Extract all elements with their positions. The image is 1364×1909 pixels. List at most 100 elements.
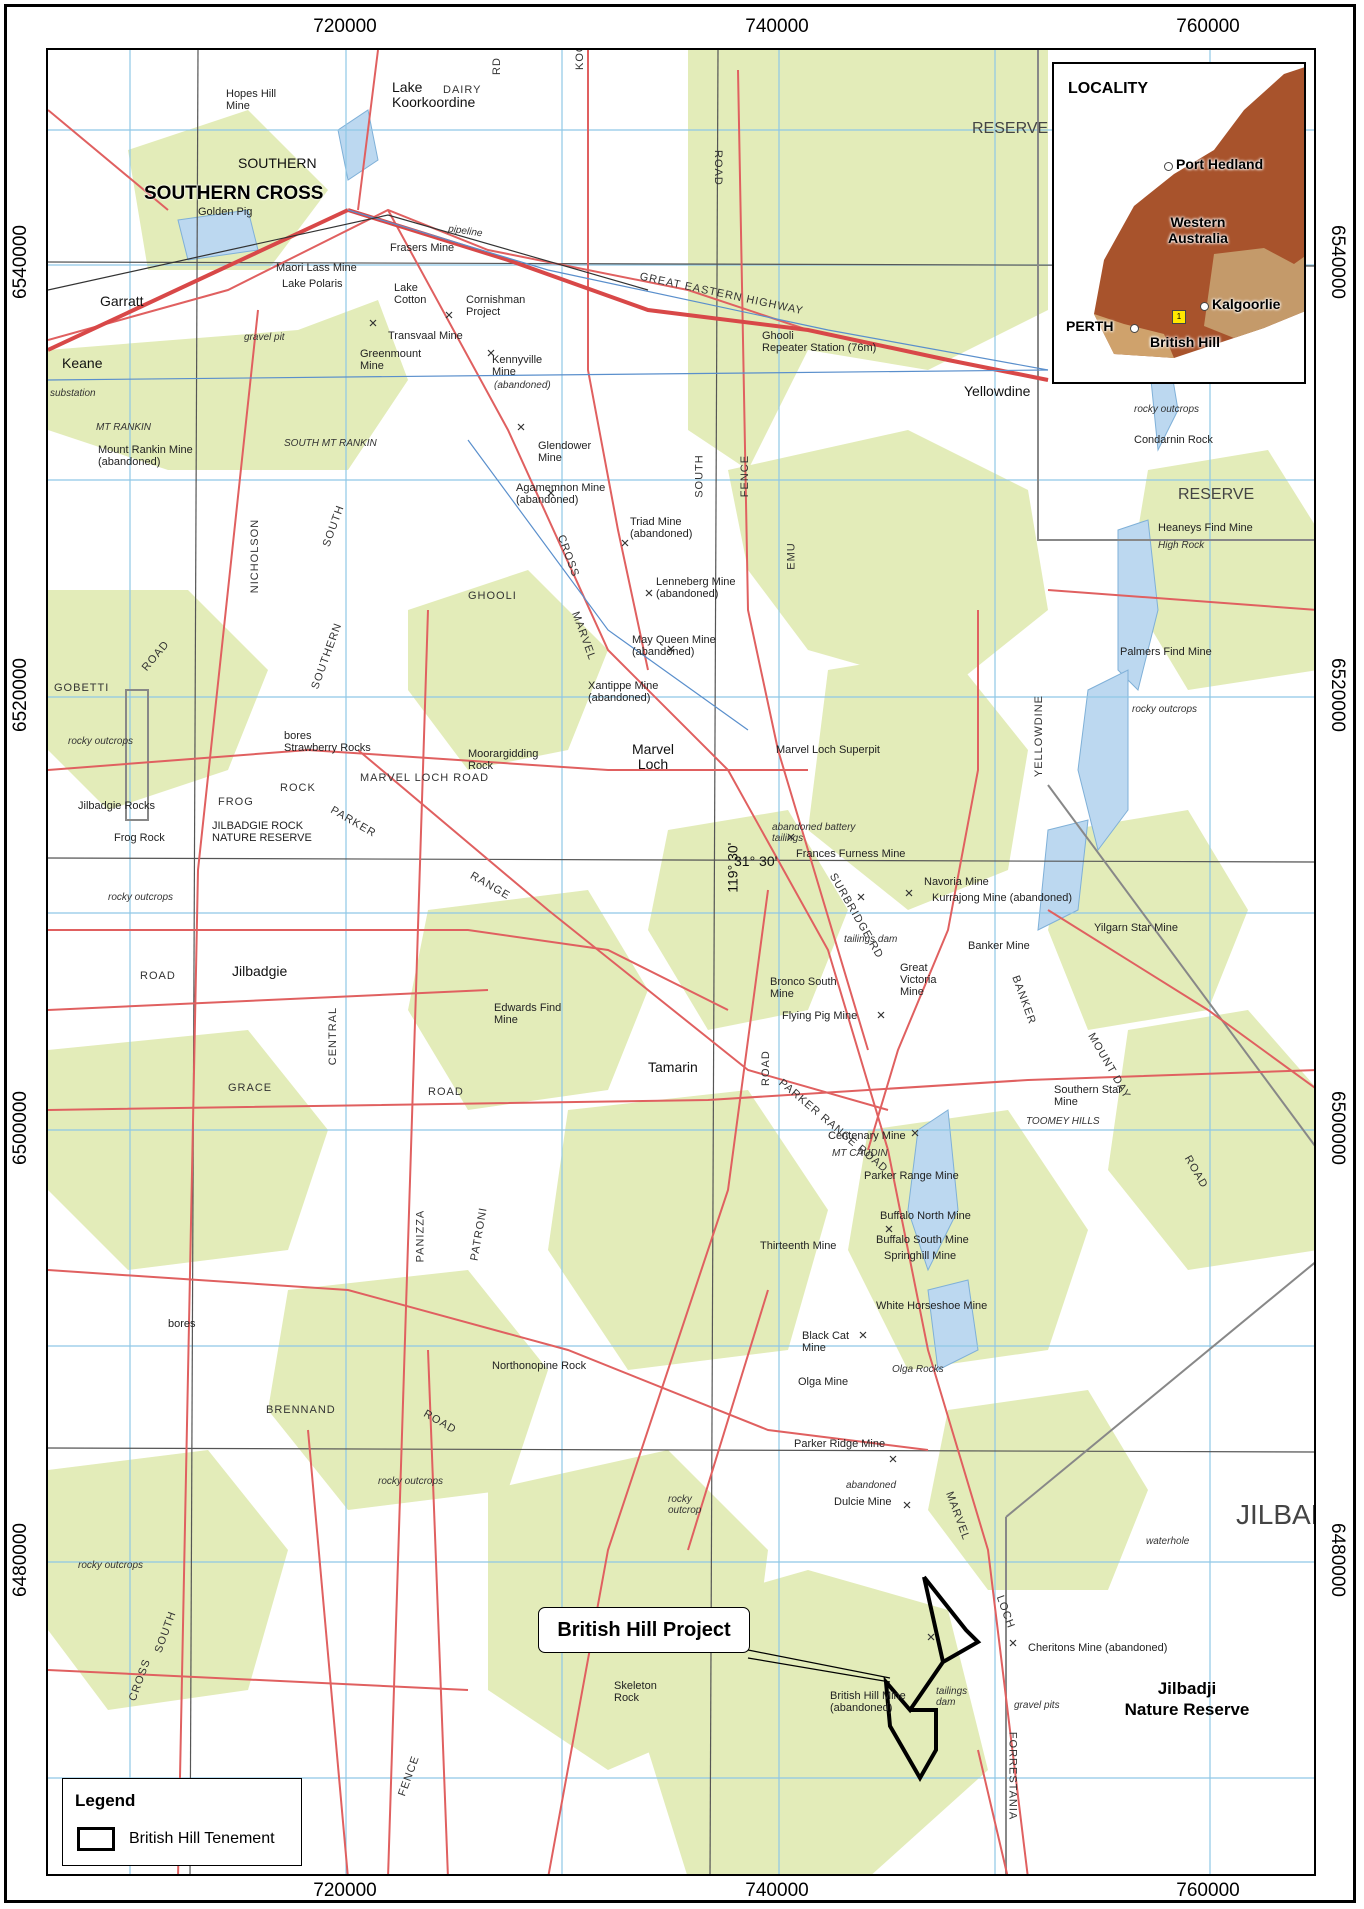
label-parker-range-mine: Parker Range Mine [864,1170,959,1182]
label-road-grace: ROAD [428,1086,464,1098]
label-british-hill-mine: British Hill Mine (abandoned) [830,1690,906,1715]
label-hopes-hill-mine: Hopes Hill Mine [226,88,277,113]
port-hedland-label: Port Hedland [1176,156,1264,172]
label-emu: EMU [785,542,798,570]
label-skeleton-rock: Skeleton Rock [614,1680,657,1705]
label-southern-star-mine: Southern Star Mine [1054,1084,1122,1109]
label-banker-mine: Banker Mine [968,940,1030,952]
label-mt-caudin: MT CAUDIN [832,1148,888,1159]
label-ghooli-road: GHOOLI [468,590,517,602]
label-high-rock: High Rock [1158,540,1205,551]
label-grace: GRACE [228,1082,273,1094]
callout-leader [747,1657,891,1683]
label-panizza-road: PANIZZA [414,1209,427,1263]
label-reserve-mid: RESERVE [1178,486,1255,503]
reserve-boundaries [125,50,1314,1874]
easting-tick-top: 720000 [313,16,377,37]
label-edwards-find-mine: Edwards Find Mine [494,1002,562,1027]
label-marvel-loch: Marvel Loch [632,741,675,773]
label-yellowdine-road: YELLOWDINE [1033,694,1046,778]
label-south-road: SOUTH [693,454,706,498]
australia-map [1094,67,1304,358]
label-marvel-loch-road: MARVEL LOCH ROAD [360,772,490,784]
easting-tick-top: 760000 [1176,16,1240,37]
label-gravel-pits: gravel pits [1014,1700,1060,1711]
western-australia-label: Western Australia [1168,214,1228,246]
label-rocky-outcrops-sw2: rocky outcrops [378,1476,444,1487]
callout-leader [747,1649,891,1679]
label-gobetti: GOBETTI [54,682,110,694]
northing-tick-right: 6500000 [1326,1091,1348,1165]
northing-tick-left: 6520000 [9,658,31,732]
topographic-map[interactable]: SOUTHERN CROSS SOUTHERN Golden Pig Hopes… [46,48,1316,1876]
jilbadji-nature-reserve-label: Jilbadji Nature Reserve [1124,1679,1250,1720]
label-black-cat-mine: Black Cat Mine [802,1330,850,1355]
label-rock: ROCK [280,782,316,794]
label-rocky-outcrops-w: rocky outcrops [68,736,134,747]
label-triad-mine: Triad Mine (abandoned) [630,516,693,541]
label-buffalo-north-mine: Buffalo North Mine [880,1210,971,1222]
northing-tick-right: 6540000 [1326,225,1348,299]
label-agamemnon-mine: Agamemnon Mine (abandoned) [516,482,606,507]
label-tamarin: Tamarin [648,1059,698,1075]
label-great-victoria-mine: Great Victoria Mine [900,962,937,999]
label-dairy-road: DAIRY [443,84,482,96]
label-tailings-dam: tailings dam [844,934,898,945]
label-rocky-outcrops-w2: rocky outcrops [78,1560,144,1571]
british-hill-locality-marker: 1 [1172,310,1186,324]
label-abandoned: (abandoned) [494,380,551,391]
easting-tick-bottom: 760000 [1176,1880,1240,1901]
label-kennyville-mine: Kennyville Mine [492,354,543,379]
label-yilgarn-star-mine: Yilgarn Star Mine [1094,922,1178,934]
label-flying-pig-mine: Flying Pig Mine [782,1010,858,1022]
label-road-mid: ROAD [759,1050,772,1086]
roads [48,50,1314,1874]
port-hedland-marker [1164,162,1173,171]
label-nicholson-road: NICHOLSON [249,518,262,594]
label-lake-cotton: Lake Cotton [394,282,427,307]
label-rd: RD [490,57,503,75]
label-bores-w: bores [168,1318,196,1330]
label-parker-ridge-mine: Parker Ridge Mine [794,1438,886,1450]
label-springhill-mine: Springhill Mine [884,1250,957,1262]
great-eastern-highway [48,208,1049,382]
easting-tick-top: 740000 [745,16,809,37]
perth-marker [1130,324,1139,333]
water-bodies [177,109,1179,1371]
label-road-top: ROAD [712,150,724,186]
label-substation: substation [50,388,96,399]
label-transvaal-mine: Transvaal Mine [388,330,463,342]
label-brennand: BRENNAND [266,1404,336,1416]
label-navoria-mine: Navoria Mine [924,876,989,888]
label-thirteenth-mine: Thirteenth Mine [760,1240,837,1252]
label-south-mt-rankin: SOUTH MT RANKIN [284,438,377,449]
label-rocky-outcrops-e: rocky outcrops [1132,704,1198,715]
easting-tick-bottom: 740000 [745,1880,809,1901]
label-condarnin-rock: Condarnin Rock [1134,434,1213,446]
label-dulcie-mine: Dulcie Mine [834,1496,892,1508]
label-mt-rankin: MT RANKIN [96,422,151,433]
label-koolyanobbing: KOOLYANOBBING [574,50,586,70]
label-garratt: Garratt [100,293,144,309]
label-cornishman-project: Cornishman Project [466,294,526,319]
label-xantippe-mine: Xantippe Mine (abandoned) [588,680,659,705]
label-southern-small: SOUTHERN [238,155,317,171]
label-coord-31: 31° 30' [734,853,778,869]
northing-tick-right: 6480000 [1326,1523,1348,1597]
label-frog: FROG [218,796,254,808]
label-waterhole: waterhole [1146,1536,1190,1547]
kalgoorlie-label: Kalgoorlie [1212,296,1281,312]
label-toomey-hills: TOOMEY HILLS [1026,1116,1100,1127]
label-fence: FENCE [739,454,752,498]
label-lake-polaris: Lake Polaris [282,278,343,290]
locality-inset: LOCALITY Port Hedland Western Australia … [1052,62,1306,384]
label-cheritons-mine: Cheritons Mine (abandoned) [1028,1642,1168,1654]
label-lake-koorkoordine: Lake Koorkoordine [392,79,476,111]
northing-tick-left: 6500000 [9,1091,31,1165]
label-maori-lass-mine: Maori Lass Mine [276,262,357,274]
label-lenneberg-mine: Lenneberg Mine (abandoned) [656,576,736,601]
label-frasers-mine: Frasers Mine [390,242,455,254]
easting-tick-bottom: 720000 [313,1880,377,1901]
label-rocky-outcrops-ne: rocky outcrops [1134,404,1200,415]
label-heaneys-find-mine: Heaneys Find Mine [1158,522,1253,534]
